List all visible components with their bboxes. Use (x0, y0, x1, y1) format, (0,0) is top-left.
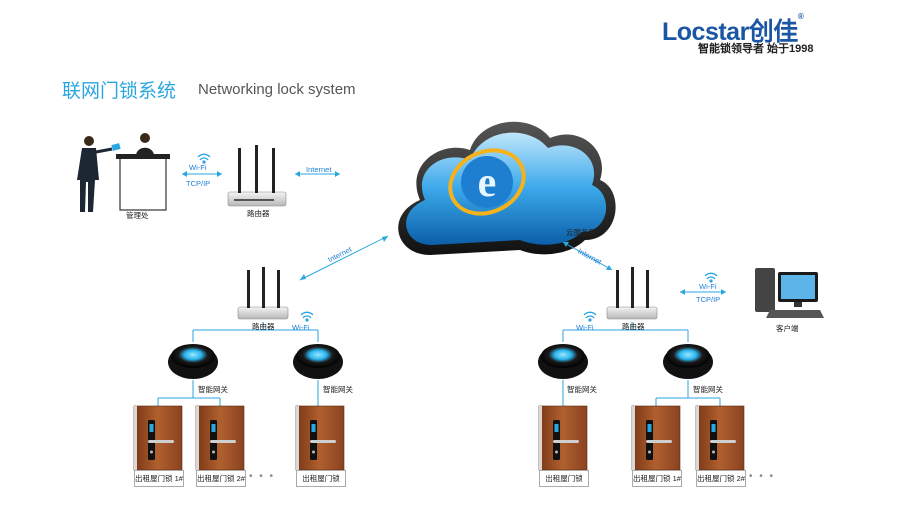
brand-name: Locstar创佳® (662, 12, 804, 46)
gateway-icon-right-1 (538, 344, 588, 379)
door-lock-icon (295, 405, 345, 471)
brand-slogan: 智能锁领导者 始于1998 (698, 43, 814, 55)
gateway-icon-right-2 (663, 344, 713, 379)
cloud-server-icon: e (398, 121, 616, 255)
label-management: 管理处 (126, 211, 149, 220)
page-title: 联网门锁系统 (62, 81, 177, 102)
router-icon-left (237, 267, 289, 320)
label-wifi-left: Wi-Fi (292, 323, 310, 332)
arrowheads (182, 171, 726, 295)
wifi-icon (300, 311, 314, 322)
link-left-internet (299, 235, 389, 281)
label-internet-top: Internet (306, 165, 332, 174)
door-lock-icons (133, 405, 745, 471)
wifi-icon (704, 272, 718, 283)
label-wifi-client: Wi-Fi (699, 282, 717, 291)
lock-label-left-1: 出租屋门锁 1# (134, 470, 184, 487)
wifi-icon (197, 153, 211, 164)
client-computer-icon (755, 268, 824, 318)
door-lock-icon (695, 405, 745, 471)
brand-logo: Locstar创佳® 智能锁领导者 始于1998 (662, 12, 852, 58)
connection-lines (157, 173, 726, 406)
label-tcpip-top: TCP/IP (186, 179, 211, 188)
lock-label-right-3: 出租屋门锁 2# (696, 470, 746, 487)
link-right-internet (562, 241, 613, 271)
label-cloud-server: 云服务器 (566, 228, 596, 237)
page-subtitle: Networking lock system (198, 81, 356, 98)
door-lock-icon (631, 405, 681, 471)
door-lock-icon (538, 405, 588, 471)
ellipsis-right: • • • (749, 471, 776, 482)
router-icon-top (227, 145, 287, 207)
lock-label-right-1: 出租屋门锁 (539, 470, 589, 487)
label-gateway-left-2: 智能网关 (323, 385, 353, 394)
label-client: 客户端 (776, 324, 799, 333)
gateway-icon-left-2 (293, 344, 343, 379)
door-lock-icon (195, 405, 245, 471)
label-tcpip-client: TCP/IP (696, 295, 721, 304)
ellipsis-left: • • • (249, 471, 276, 482)
label-router-top: 路由器 (247, 209, 270, 218)
label-gateway-right-1: 智能网关 (567, 385, 597, 394)
label-gateway-left-1: 智能网关 (198, 385, 228, 394)
lock-label-left-3: 出租屋门锁 (296, 470, 346, 487)
router-icon-right (606, 267, 658, 320)
lock-label-right-2: 出租屋门锁 1# (632, 470, 682, 487)
lock-label-left-2: 出租屋门锁 2# (196, 470, 246, 487)
label-wifi-right: Wi-Fi (576, 323, 594, 332)
label-gateway-right-2: 智能网关 (693, 385, 723, 394)
label-router-left: 路由器 (252, 322, 275, 331)
label-router-right: 路由器 (622, 322, 645, 331)
gateway-icon-left-1 (168, 344, 218, 379)
label-wifi-top: Wi-Fi (189, 163, 207, 172)
wifi-icons (197, 153, 718, 322)
management-desk-icon (77, 133, 170, 212)
wifi-icon (583, 311, 597, 322)
svg-text:e: e (478, 160, 497, 206)
door-lock-icon (133, 405, 183, 471)
